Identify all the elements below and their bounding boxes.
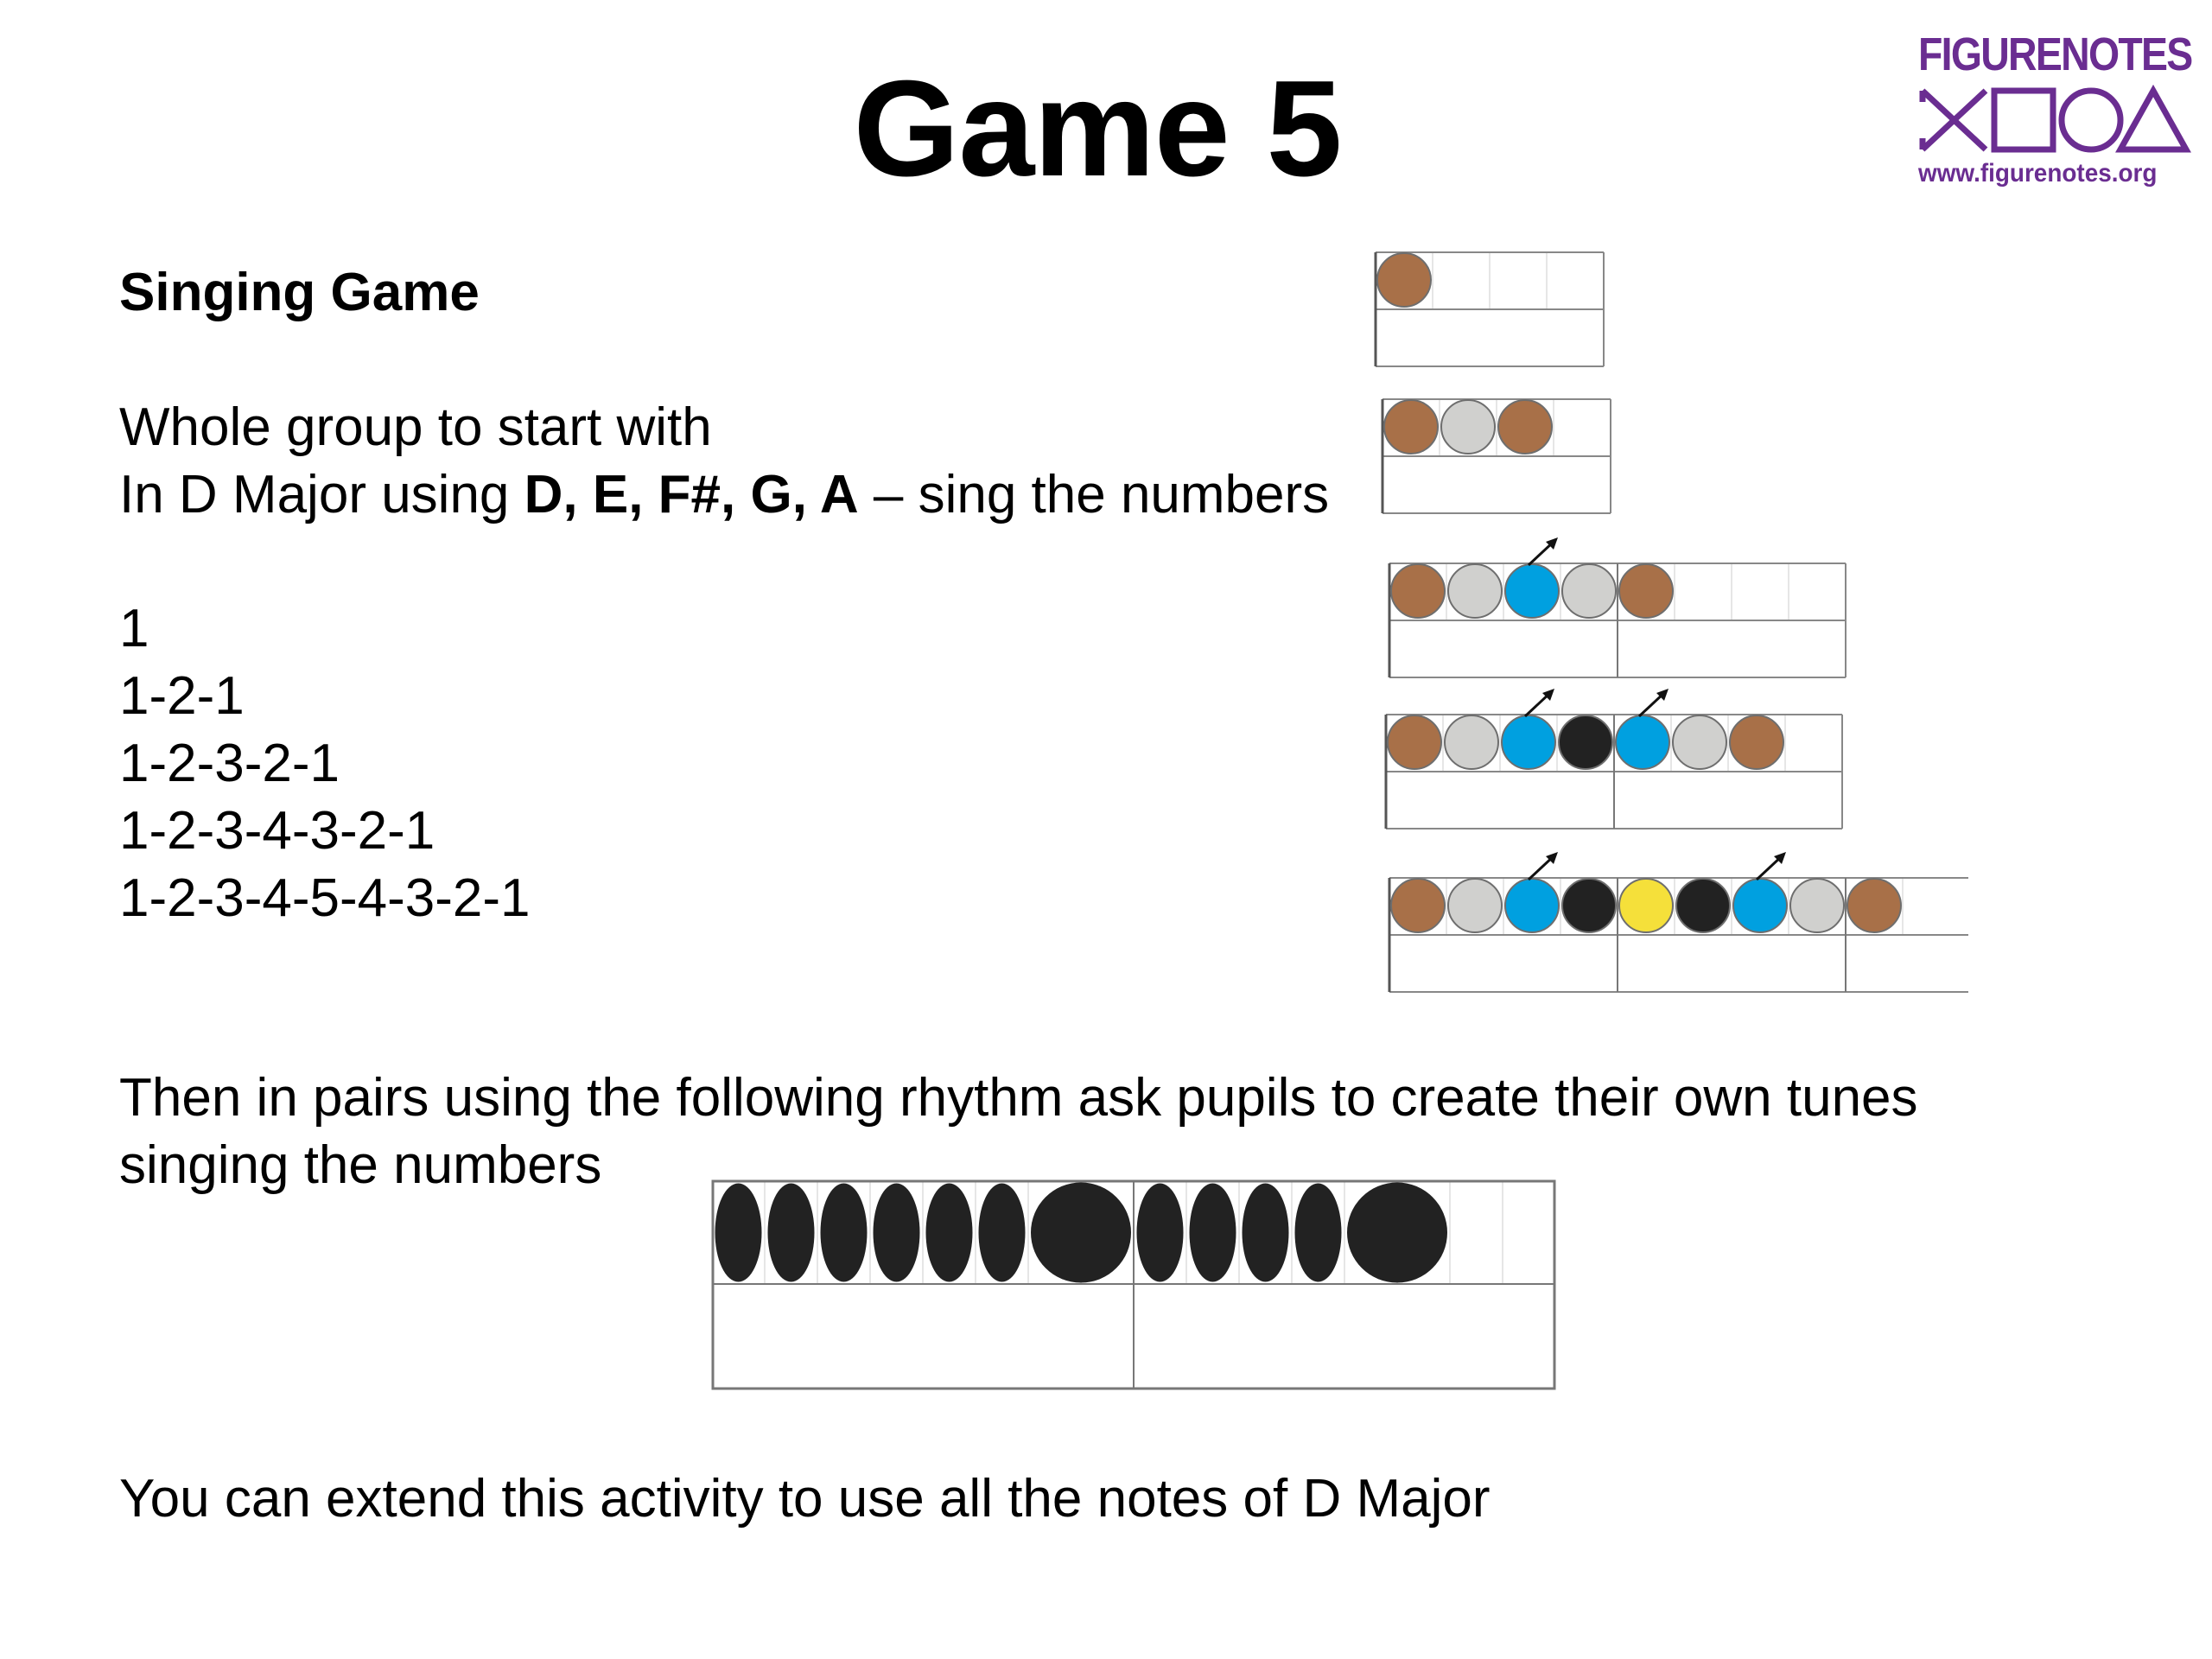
note-a — [1618, 878, 1674, 933]
note-d — [1847, 878, 1902, 933]
staff-grid — [1374, 251, 1605, 367]
logo-shapes-icon — [1919, 84, 2191, 153]
note-e — [1672, 715, 1727, 770]
logo-url: www.figurenotes.org — [1918, 159, 2158, 188]
page-title: Game 5 — [853, 53, 1343, 205]
extend-text: You can extend this activity to use all … — [119, 1469, 1491, 1529]
note-d — [1387, 715, 1442, 770]
sequence-item: 1-2-1 — [119, 666, 245, 726]
rhythm-note-short — [767, 1183, 815, 1282]
intro-suffix: – sing the numbers — [858, 465, 1330, 524]
rhythm-note-long — [1031, 1182, 1131, 1283]
rhythm-note-short — [873, 1183, 920, 1282]
note-d — [1390, 563, 1446, 619]
rhythm-note-short — [820, 1183, 868, 1282]
note-d — [1497, 399, 1553, 454]
figurenotes-staff-4 — [1384, 689, 1843, 830]
rhythm-note-long — [1347, 1182, 1447, 1283]
note-d — [1383, 399, 1439, 454]
note-f — [1615, 715, 1670, 770]
sequence-list: 1 1-2-1 1-2-3-2-1 1-2-3-4-3-2-1 1-2-3-4-… — [119, 595, 531, 932]
rhythm-note-short — [1294, 1183, 1342, 1282]
sharp-arrow-icon — [1523, 689, 1554, 718]
rhythm-note-short — [925, 1183, 973, 1282]
note-d — [1729, 715, 1784, 770]
intro-line-2: In D Major using D, E, F#, G, A – sing t… — [119, 461, 1329, 529]
sharp-arrow-icon — [1755, 852, 1786, 881]
note-e — [1789, 878, 1845, 933]
sequence-item: 1 — [119, 599, 149, 658]
rhythm-staff — [711, 1179, 1556, 1390]
note-e — [1447, 563, 1503, 619]
note-f — [1501, 715, 1556, 770]
pairs-line-2: singing the numbers — [119, 1135, 602, 1195]
rhythm-note-short — [715, 1183, 762, 1282]
rhythm-note-short — [1136, 1183, 1184, 1282]
note-e — [1444, 715, 1499, 770]
note-g — [1561, 878, 1617, 933]
figurenotes-staff-1 — [1374, 251, 1605, 367]
intro-notes: D, E, F#, G, A — [524, 465, 859, 524]
note-e — [1440, 399, 1496, 454]
note-e — [1561, 563, 1617, 619]
pairs-line-1: Then in pairs using the following rhythm… — [119, 1068, 1918, 1128]
sharp-arrow-icon — [1527, 537, 1558, 567]
figurenotes-logo[interactable]: FIGURENOTES www.figurenotes.org — [1918, 31, 2195, 187]
note-f — [1732, 878, 1788, 933]
note-f — [1504, 563, 1560, 619]
sharp-arrow-icon — [1527, 852, 1558, 881]
note-d — [1618, 563, 1674, 619]
figurenotes-staff-2 — [1381, 398, 1611, 514]
figurenotes-staff-5 — [1388, 852, 1968, 993]
figurenotes-staff-3 — [1388, 537, 1847, 678]
subheading: Singing Game — [119, 263, 480, 322]
note-f — [1504, 878, 1560, 933]
logo-name: FIGURENOTES — [1918, 29, 2193, 80]
rhythm-note-short — [978, 1183, 1026, 1282]
staff-grid — [1388, 877, 1968, 993]
note-d — [1376, 252, 1432, 308]
intro-line-1: Whole group to start with — [119, 397, 712, 457]
rhythm-note-short — [1189, 1183, 1236, 1282]
sequence-item: 1-2-3-4-5-4-3-2-1 — [119, 868, 531, 928]
note-g — [1675, 878, 1731, 933]
note-g — [1558, 715, 1613, 770]
sharp-arrow-icon — [1637, 689, 1669, 718]
intro-prefix: In D Major using — [119, 465, 524, 524]
sequence-item: 1-2-3-2-1 — [119, 734, 340, 793]
staff-grid — [1381, 398, 1611, 514]
note-d — [1390, 878, 1446, 933]
rhythm-note-short — [1242, 1183, 1289, 1282]
note-e — [1447, 878, 1503, 933]
staff-grid — [1384, 714, 1843, 830]
sequence-item: 1-2-3-4-3-2-1 — [119, 801, 435, 861]
staff-grid — [1388, 563, 1847, 678]
